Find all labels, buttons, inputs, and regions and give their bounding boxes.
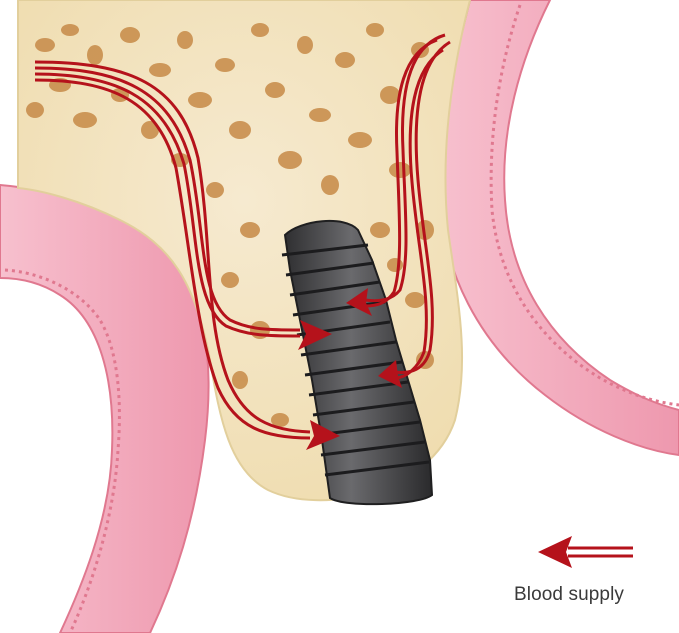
legend-label: Blood supply <box>514 584 624 606</box>
legend-arrow-icon <box>538 536 633 568</box>
right-gum-tissue <box>440 0 679 455</box>
